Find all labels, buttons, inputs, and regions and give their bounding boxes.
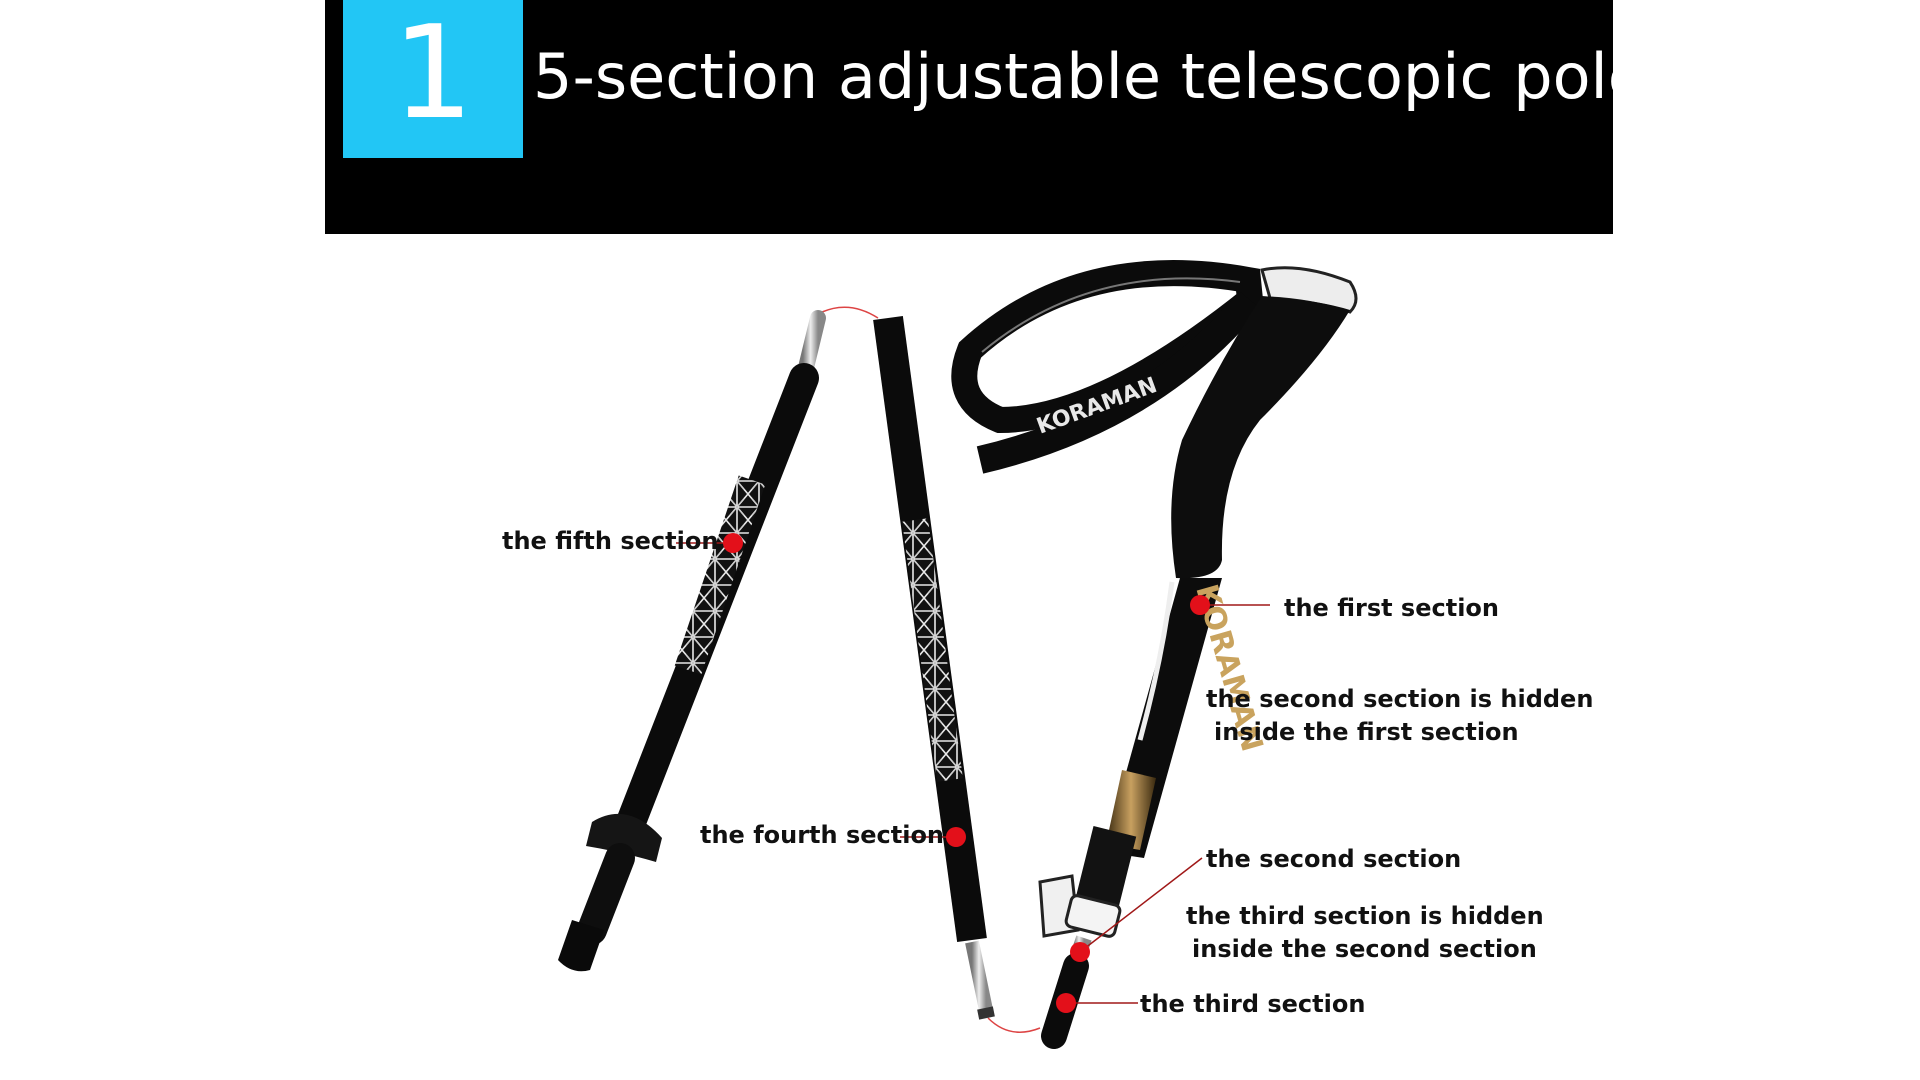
- label-third-hidden-line2: inside the second section: [1192, 935, 1537, 963]
- label-third-section: the third section: [1140, 990, 1366, 1018]
- fifth-section-segment: [558, 310, 826, 972]
- label-first-section: the first section: [1284, 594, 1499, 622]
- banner-title: 5-section adjustable telescopic pole: [533, 40, 1613, 113]
- label-second-hidden-line1: the second section is hidden: [1206, 685, 1594, 713]
- step-number-badge: 1: [343, 0, 523, 158]
- callout-first: [1190, 595, 1270, 615]
- title-banner: 1 5-section adjustable telescopic pole: [325, 0, 1613, 234]
- label-third-hidden-line1: the third section is hidden: [1186, 902, 1544, 930]
- callout-fifth: [676, 533, 743, 553]
- callout-second: [1070, 857, 1203, 962]
- step-number: 1: [392, 0, 474, 148]
- label-second-section: the second section: [1206, 845, 1462, 873]
- callout-third: [1056, 993, 1138, 1013]
- second-third-section-segment: [1038, 826, 1137, 1049]
- label-fifth-section: the fifth section: [502, 527, 719, 555]
- callout-fourth: [900, 827, 966, 847]
- pole-cord-bottom: [987, 1017, 1041, 1033]
- label-second-hidden-line2: inside the first section: [1214, 718, 1519, 746]
- fourth-section-segment: [873, 315, 995, 1020]
- label-fourth-section: the fourth section: [700, 821, 945, 849]
- first-section-segment: KORAMAN: [1104, 266, 1358, 858]
- pole-cord: [821, 306, 879, 319]
